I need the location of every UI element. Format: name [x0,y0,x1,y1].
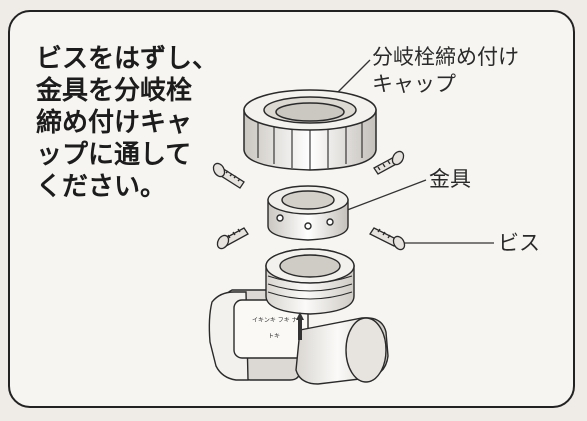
screw-icon [373,150,405,175]
instruction-line: ビスをはずし、 [36,43,219,73]
faucet-marking: イキンキ フキ ナ [252,317,298,324]
instruction-line: ください。 [36,171,167,201]
screw-label: ビス [498,231,540,255]
instruction-line: 金具を分岐栓 [36,75,193,105]
plate-leader-line [341,179,427,213]
screw-icon [212,162,245,189]
instruction-line: ップに通して [36,139,192,169]
screw-icon [369,227,406,251]
screw-icon [216,227,249,250]
cap-label-line: 分岐栓締め付け [372,45,519,69]
faucet-body [208,248,389,385]
instruction-line: 締め付けキャ [36,107,193,137]
arrow-icon [296,312,304,340]
instruction-text: ビスをはずし、 金具を分岐栓 締め付けキャ ップに通して ください。 [36,42,219,202]
cap-label: 分岐栓締め付け キャップ [372,44,519,98]
plate-label: 金具 [429,167,471,191]
faucet-marking: トキ [268,333,280,340]
tightening-cap [243,89,377,171]
cap-label-line: キャップ [372,72,456,96]
metal-plate [267,185,349,241]
